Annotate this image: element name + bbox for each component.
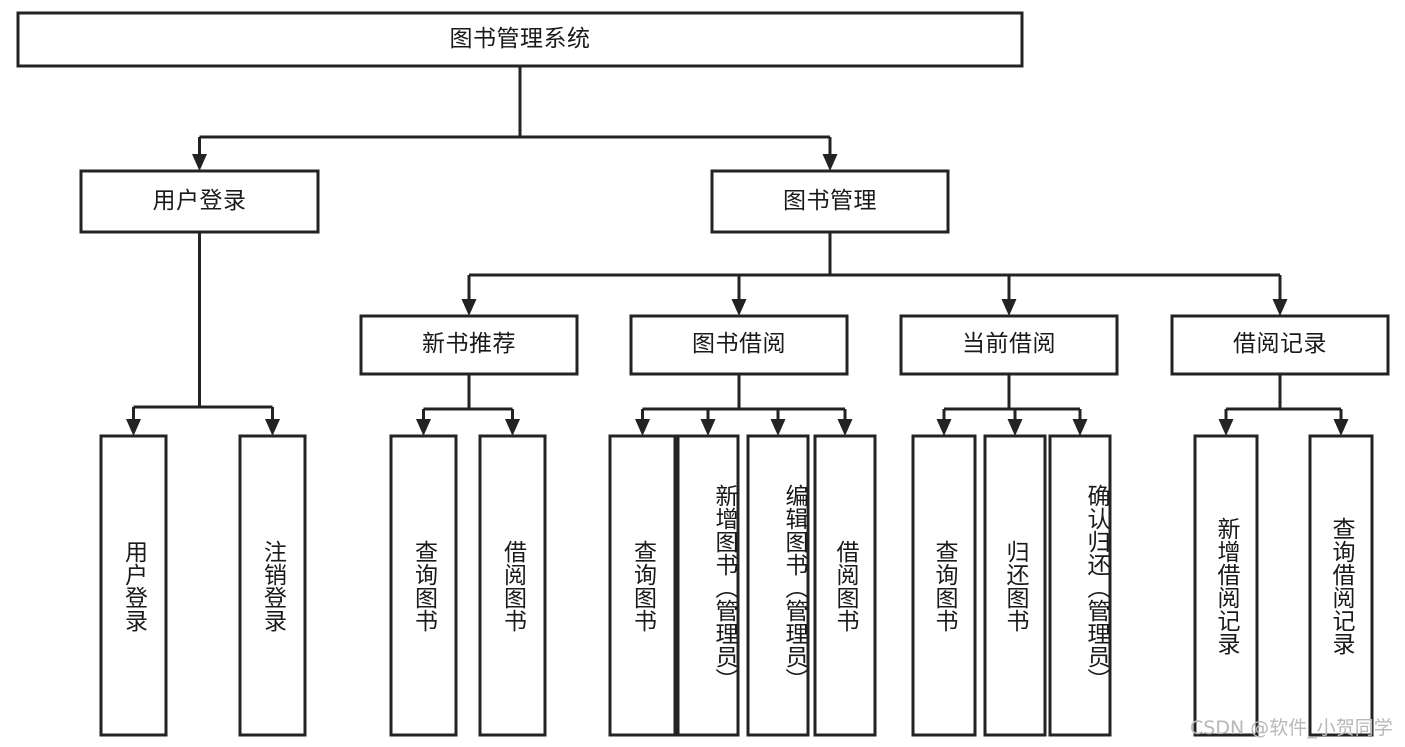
node-box-leaf-add-book[interactable] (676, 434, 740, 737)
arrow-head-icon (700, 419, 716, 436)
node-box-new-book-rec[interactable] (359, 314, 579, 376)
arrow-head-icon (1072, 419, 1088, 436)
node-box-leaf-edit-book[interactable] (746, 434, 810, 737)
node-box-leaf-return-book[interactable] (983, 434, 1047, 737)
node-box-leaf-add-record[interactable] (1193, 434, 1259, 737)
arrow-head-icon (192, 154, 207, 171)
node-box-leaf-query-book-2[interactable] (608, 434, 677, 737)
node-box-book-borrow[interactable] (629, 314, 849, 376)
arrow-head-icon (936, 419, 952, 436)
node-box-leaf-user-login[interactable] (99, 434, 168, 737)
arrow-head-icon (505, 419, 520, 436)
node-box-leaf-borrow-book-1[interactable] (478, 434, 547, 737)
arrow-head-icon (1333, 419, 1349, 436)
node-box-root[interactable] (16, 11, 1024, 68)
arrow-head-icon (1272, 299, 1288, 316)
arrow-head-icon (1001, 299, 1017, 316)
node-box-leaf-confirm-return[interactable] (1048, 434, 1112, 737)
node-box-current-borrow[interactable] (899, 314, 1119, 376)
arrow-head-icon (822, 154, 838, 171)
node-box-leaf-borrow-book-2[interactable] (813, 434, 877, 737)
nodes-layer (16, 11, 1390, 737)
node-box-book-manage[interactable] (710, 169, 950, 234)
connectors-layer (126, 66, 1349, 436)
arrow-head-icon (770, 419, 786, 436)
node-box-leaf-query-book-3[interactable] (911, 434, 977, 737)
arrow-head-icon (126, 419, 141, 436)
node-box-leaf-query-book-1[interactable] (389, 434, 458, 737)
arrow-head-icon (731, 299, 747, 316)
arrow-head-icon (416, 419, 431, 436)
arrow-head-icon (265, 419, 280, 436)
node-box-leaf-query-record[interactable] (1308, 434, 1374, 737)
node-box-borrow-record[interactable] (1170, 314, 1390, 376)
arrow-head-icon (461, 299, 477, 316)
node-box-user-login[interactable] (79, 169, 320, 234)
arrow-head-icon (1007, 419, 1023, 436)
node-box-leaf-logout[interactable] (238, 434, 307, 737)
arrow-head-icon (635, 419, 650, 436)
arrow-head-icon (837, 419, 853, 436)
arrow-head-icon (1218, 419, 1234, 436)
